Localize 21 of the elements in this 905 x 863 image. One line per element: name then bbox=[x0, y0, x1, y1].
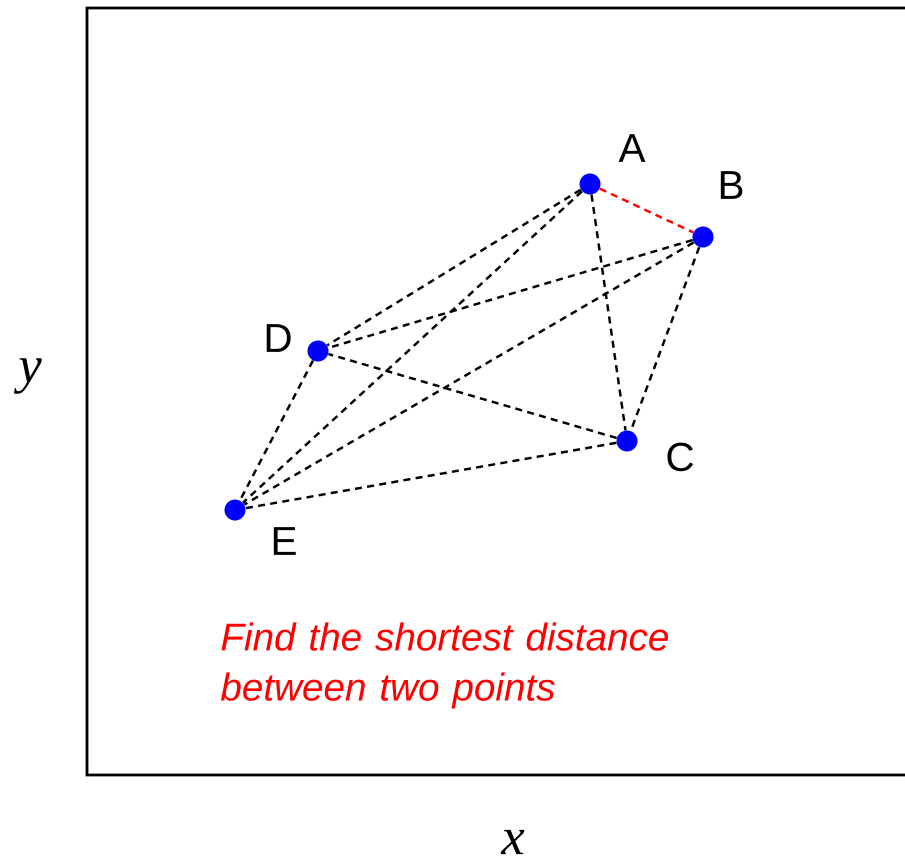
axis-label: x bbox=[500, 830, 524, 854]
point-dot bbox=[580, 174, 600, 194]
point-label: C bbox=[667, 442, 694, 472]
dashed-line bbox=[328, 352, 617, 440]
dashed-line bbox=[599, 187, 694, 234]
dashed-line bbox=[590, 194, 627, 430]
point-label: D bbox=[266, 324, 291, 352]
point-dot bbox=[692, 226, 714, 248]
point-dot bbox=[616, 430, 638, 452]
dashed-line bbox=[242, 190, 583, 504]
point-dot bbox=[224, 500, 246, 520]
dashed-line bbox=[245, 442, 617, 510]
dashed-line bbox=[244, 241, 694, 506]
dashed-line bbox=[326, 188, 582, 346]
axis-label: y bbox=[14, 358, 42, 394]
point-label: B bbox=[720, 171, 742, 199]
point-label: A bbox=[618, 134, 646, 162]
note-text: Find the shortest distance between two points bbox=[220, 622, 668, 708]
dashed-line bbox=[238, 360, 314, 501]
point-dot bbox=[308, 340, 328, 362]
point-label: E bbox=[274, 527, 296, 555]
